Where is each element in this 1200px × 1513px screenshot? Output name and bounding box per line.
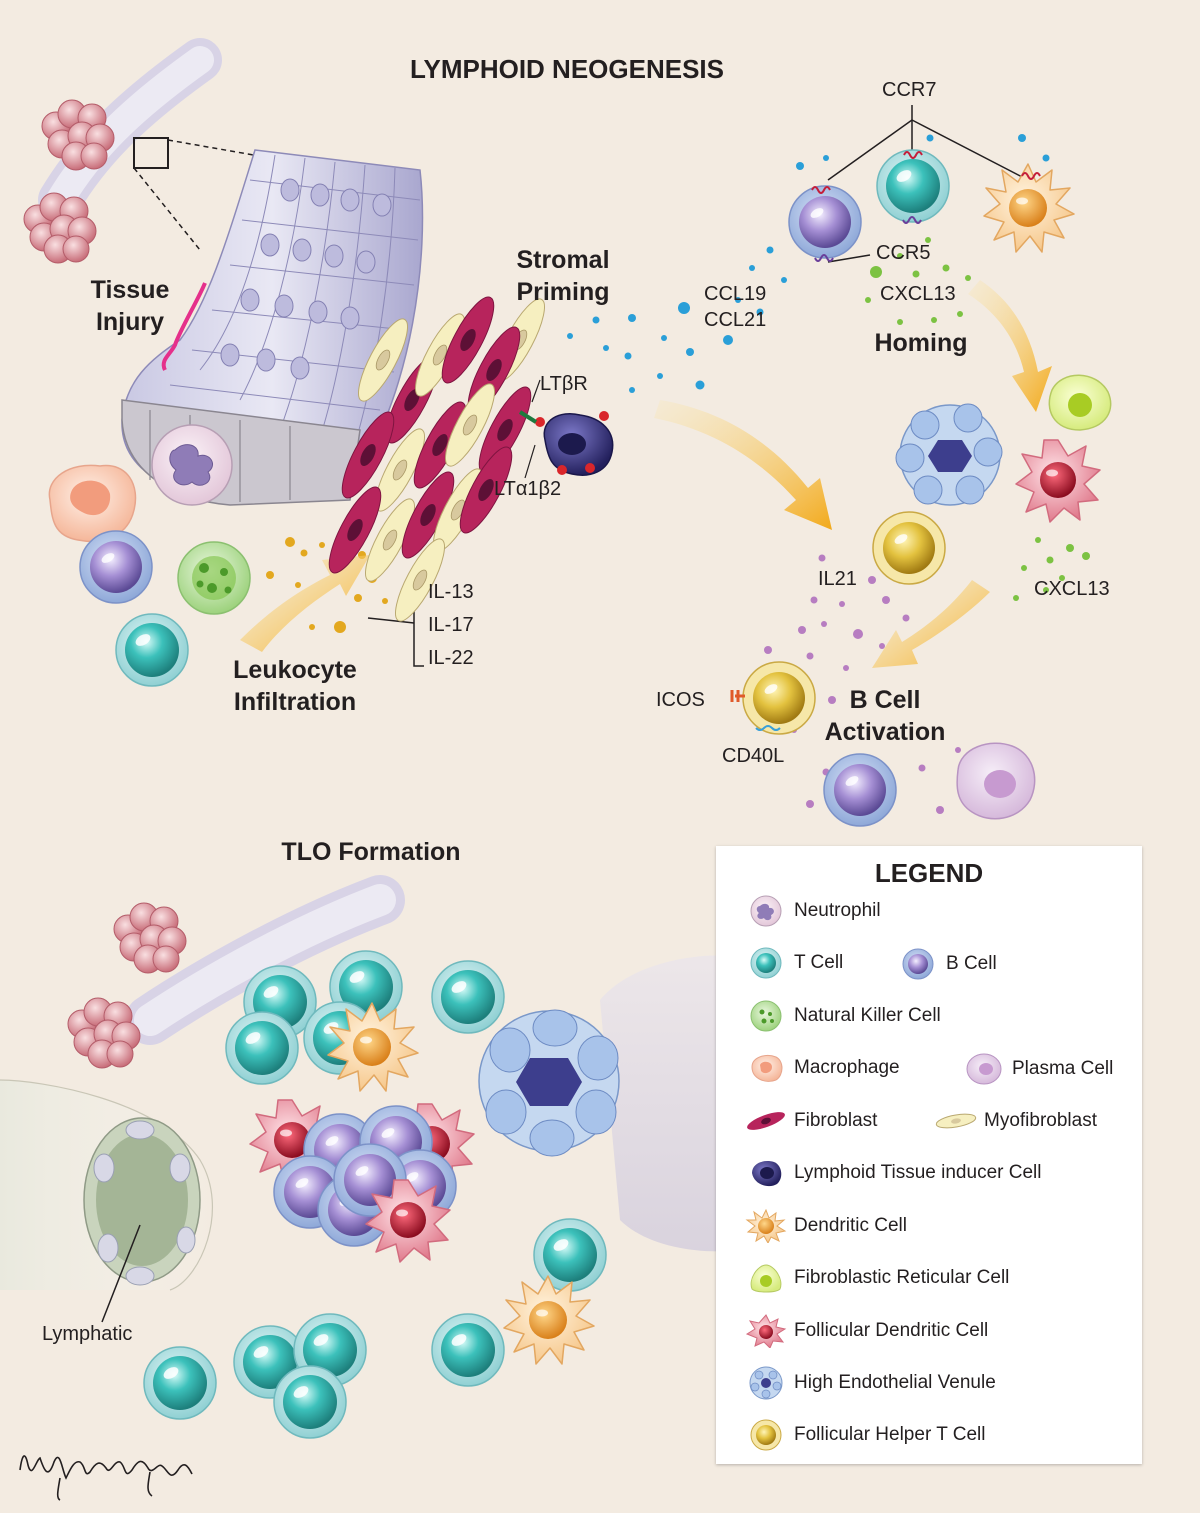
tfh-icon [750, 1419, 782, 1451]
label-il21: IL21 [818, 568, 857, 590]
lti-cell-icon [752, 1161, 782, 1187]
legend-label: Follicular Helper T Cell [794, 1424, 986, 1445]
legend-label: Macrophage [794, 1057, 900, 1078]
lti-cell [518, 379, 614, 479]
legend-label: Myofibroblast [984, 1110, 1097, 1131]
label-ltbr: LTβR [540, 373, 588, 395]
activation-arrow [872, 580, 990, 668]
legend-label: T Cell [794, 952, 844, 973]
cxcl13-dots-top [865, 237, 971, 325]
legend-item-frc: Fibroblastic Reticular Cell [744, 1261, 1009, 1295]
legend-item-fibroblast: Fibroblast [744, 1104, 877, 1138]
t-cell-icon [750, 947, 782, 979]
legend-panel: LEGEND Neutrophil T Cell B Cell Natural … [716, 846, 1142, 1464]
legend-label: Neutrophil [794, 900, 881, 921]
legend-item-lti-cell: Lymphoid Tissue inducer Cell [744, 1156, 1041, 1190]
ccr7-tree [827, 105, 1029, 263]
infiltrating-leukocytes [48, 464, 251, 687]
label-cxcl13-right: CXCL13 [1034, 578, 1110, 600]
label-lta1b2: LTα1β2 [494, 478, 562, 500]
stage-homing: Homing [874, 329, 968, 357]
label-cd40l: CD40L [722, 745, 785, 767]
b-cell-icon [902, 948, 934, 980]
homing-cells [788, 149, 1075, 262]
ccl-chemokine-dots [567, 134, 1050, 393]
legend-item-plasma-cell: Plasma Cell [962, 1052, 1113, 1086]
tlo-bronchiole [67, 875, 405, 1069]
legend-item-dendritic-cell: Dendritic Cell [744, 1209, 907, 1243]
hev-icon [749, 1366, 783, 1400]
legend-item-myofibroblast: Myofibroblast [934, 1104, 1097, 1138]
bronchiole-illustration [23, 38, 266, 264]
legend-title: LEGEND [874, 858, 984, 888]
legend-item-macrophage: Macrophage [744, 1051, 900, 1085]
legend-item-neutrophil: Neutrophil [744, 894, 881, 928]
dendritic-cell-icon [745, 1209, 787, 1243]
label-icos: ICOS [656, 689, 705, 711]
stage-leukocyte-infiltration: Leukocyte Infiltration [233, 656, 357, 716]
homing-arrow [968, 280, 1052, 412]
label-lymphatic: Lymphatic [42, 1323, 133, 1345]
stage-stromal-priming: Stromal Priming [516, 246, 610, 306]
legend-item-b-cell: B Cell [896, 947, 997, 981]
stromal-hev-fdc-cluster [895, 374, 1112, 523]
cxcl13-dots-right [1013, 537, 1090, 601]
legend-item-fdc: Follicular Dendritic Cell [744, 1314, 988, 1348]
legend-label: High Endothelial Venule [794, 1372, 996, 1393]
diagram-title: LYMPHOID NEOGENESIS [410, 54, 724, 84]
stage-b-cell-activation: B Cell Activation [824, 686, 946, 746]
nk-cell-icon [750, 1000, 782, 1032]
neutrophil-icon [750, 895, 782, 927]
legend-label: Follicular Dendritic Cell [794, 1320, 989, 1341]
stage-tissue-injury: Tissue Injury [90, 276, 170, 336]
artist-signature [19, 1455, 193, 1501]
legend-label: Fibroblastic Reticular Cell [794, 1267, 1010, 1288]
epithelium-block [121, 149, 424, 506]
label-ccl19: CCL19 [704, 283, 767, 305]
legend-item-nk-cell: Natural Killer Cell [744, 999, 941, 1033]
label-il13: IL-13 [428, 581, 474, 603]
b-cell-activation-cells [730, 511, 1036, 827]
label-il22: IL-22 [428, 647, 474, 669]
label-ccr5: CCR5 [876, 242, 931, 264]
legend-label: Dendritic Cell [794, 1215, 907, 1236]
legend-label: Natural Killer Cell [794, 1005, 941, 1026]
stage-tlo-formation: TLO Formation [281, 838, 461, 866]
label-cxcl13-top: CXCL13 [880, 283, 956, 305]
macrophage-icon [751, 1054, 783, 1082]
infiltration-arrow [240, 555, 370, 652]
legend-item-hev: High Endothelial Venule [744, 1366, 996, 1400]
plasma-cell-icon [966, 1053, 1002, 1085]
myofibroblast-icon [935, 1113, 977, 1129]
legend-label: B Cell [946, 953, 997, 974]
legend-item-t-cell: T Cell [744, 946, 843, 980]
priming-arrow [654, 400, 832, 530]
label-ccl21: CCL21 [704, 309, 767, 331]
legend-label: Lymphoid Tissue inducer Cell [794, 1162, 1042, 1183]
legend-item-tfh: Follicular Helper T Cell [744, 1418, 985, 1452]
label-il17: IL-17 [428, 614, 474, 636]
legend-label: Plasma Cell [1012, 1058, 1114, 1079]
label-ccr7: CCR7 [882, 79, 937, 101]
fdc-icon [745, 1314, 787, 1348]
frc-icon [750, 1264, 782, 1293]
legend-label: Fibroblast [794, 1110, 878, 1131]
fibroblast-icon [747, 1112, 785, 1130]
lymphatic-vessel [0, 1079, 213, 1323]
